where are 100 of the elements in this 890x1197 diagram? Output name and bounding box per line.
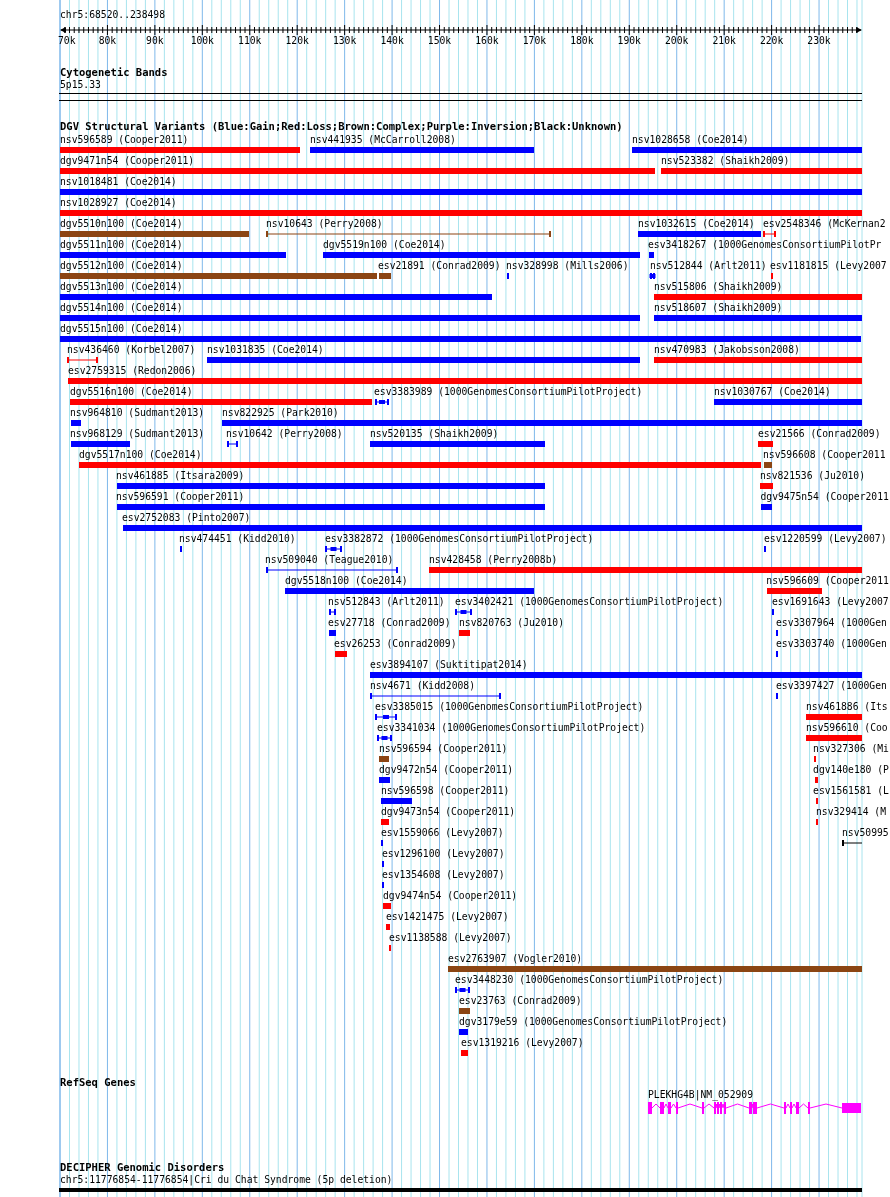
feature-label: dgv5516n100 (Coe2014) [70,386,193,397]
feature-label: esv3303740 (1000Gen [776,638,887,649]
axis-tick-label: 150k [427,35,452,46]
feature-label: nsv1028927 (Coe2014) [60,197,177,208]
feature-label: nsv470983 (Jakobsson2008) [654,344,800,355]
feature-label: esv3341034 (1000GenomesConsortiumPilotProject) [377,722,646,733]
feature-label: esv2763907 (Vogler2010) [448,953,583,964]
feature-label: esv27718 (Conrad2009) [328,617,451,628]
feature-label: nsv461886 (Its [806,701,888,712]
feature-label: esv3894107 (Suktitipat2014) [370,659,528,670]
feature-label: nsv1030767 (Coe2014) [714,386,831,397]
feature-label: nsv821536 (Ju2010) [760,470,865,481]
feature-label: dgv5513n100 (Coe2014) [60,281,183,292]
feature-label: nsv474451 (Kidd2010) [179,533,296,544]
axis-tick-label: 180k [570,35,594,46]
feature-label: nsv523382 (Shaikh2009) [661,155,790,166]
axis-tick-label: 170k [522,35,547,46]
feature-label: esv1319216 (Levy2007) [461,1037,584,1048]
feature-label: esv1559066 (Levy2007) [381,827,504,838]
feature-label: esv1138588 (Levy2007) [389,932,512,943]
position-label: chr5:68520..238498 [60,9,165,20]
axis-tick-label: 210k [712,35,736,46]
axis-tick-label: 160k [475,35,499,46]
feature-label: nsv520135 (Shaikh2009) [370,428,499,439]
feature-label: nsv512843 (Arlt2011) [328,596,445,607]
feature-label: esv21891 (Conrad2009) [378,260,501,271]
feature-label: dgv9471n54 (Cooper2011) [60,155,195,166]
feature-label: dgv140e180 (P [813,764,889,775]
axis-tick-label: 190k [617,35,641,46]
feature-label: esv3448230 (1000GenomesConsortiumPilotProject) [455,974,724,985]
gene-label: PLEKHG4B|NM_052909 [648,1089,753,1100]
axis-tick-label: 100k [190,35,214,46]
axis-tick-label: 130k [332,35,357,46]
feature-label: nsv518607 (Shaikh2009) [654,302,783,313]
feature-label: nsv596610 (Coo [806,722,888,733]
feature-label: nsv596598 (Cooper2011) [381,785,510,796]
feature-label: dgv5519n100 (Coe2014) [323,239,446,250]
feature-label: esv2752083 (Pinto2007) [122,512,251,523]
feature-label: nsv10642 (Perry2008) [226,428,343,439]
feature-label: esv3382872 (1000GenomesConsortiumPilotProject) [325,533,594,544]
feature-label: nsv596589 (Cooper2011) [60,134,189,145]
feature-label: nsv10643 (Perry2008) [266,218,383,229]
feature-label: nsv968129 (Sudmant2013) [70,428,205,439]
feature-label: dgv5511n100 (Coe2014) [60,239,183,250]
feature-label: esv1561581 (L [813,785,889,796]
feature-label: esv26253 (Conrad2009) [334,638,457,649]
feature-label: nsv512844 (Arlt2011) [650,260,767,271]
feature-label: nsv820763 (Ju2010) [459,617,564,628]
feature-label: dgv9474n54 (Cooper2011) [383,890,518,901]
feature-label: nsv1031835 (Coe2014) [207,344,324,355]
axis-tick-label: 200k [665,35,689,46]
feature-label: esv3402421 (1000GenomesConsortiumPilotProject) [455,596,724,607]
axis-tick-label: 110k [238,35,262,46]
band-label: 5p15.33 [60,79,101,90]
feature-label: nsv1028658 (Coe2014) [632,134,749,145]
feature-label: dgv5518n100 (Coe2014) [285,575,408,586]
feature-label: dgv5510n100 (Coe2014) [60,218,183,229]
axis-tick-label: 90k [146,35,164,46]
feature-label: nsv328998 (Mills2006) [506,260,629,271]
axis-tick-label: 230k [807,35,831,46]
feature-label: nsv1018481 (Coe2014) [60,176,177,187]
feature-label: nsv822925 (Park2010) [222,407,339,418]
feature-label: nsv964810 (Sudmant2013) [70,407,205,418]
feature-label: esv3383989 (1000GenomesConsortiumPilotProject) [374,386,643,397]
axis-tick-label: 120k [285,35,309,46]
feature-label: esv3418267 (1000GenomesConsortiumPilotPr [648,239,882,250]
feature-label: nsv50995 [842,827,889,838]
feature-label: dgv5517n100 (Coe2014) [79,449,202,460]
feature-label: dgv9472n54 (Cooper2011) [379,764,514,775]
feature-label: nsv509040 (Teague2010) [265,554,394,565]
feature-label: dgv9475n54 (Cooper2011 [760,491,889,502]
feature-label: nsv596608 (Cooper2011 [763,449,886,460]
feature-label: esv23763 (Conrad2009) [459,995,582,1006]
feature-label: nsv436460 (Korbel2007) [67,344,196,355]
track-title: DGV Structural Variants (Blue:Gain;Red:Loss;Brown:Complex;Purple:Inversion;Black:Unknown) [60,121,623,132]
track-title: Cytogenetic Bands [60,67,168,78]
feature-label: dgv5512n100 (Coe2014) [60,260,183,271]
feature-label: nsv4671 (Kidd2008) [370,680,475,691]
track-title: DECIPHER Genomic Disorders [60,1162,225,1173]
feature-label: nsv596591 (Cooper2011) [116,491,245,502]
feature-label: esv1181815 (Levy2007 [770,260,887,271]
feature-label: nsv1032615 (Coe2014) [638,218,755,229]
feature-label: nsv515806 (Shaikh2009) [654,281,783,292]
track-title: RefSeq Genes [60,1077,136,1088]
feature-label: nsv329414 (M [816,806,886,817]
axis-tick-label: 70k [58,35,76,46]
feature-label: dgv9473n54 (Cooper2011) [381,806,516,817]
feature-label: esv1421475 (Levy2007) [386,911,509,922]
feature-label: dgv5514n100 (Coe2014) [60,302,183,313]
disorder-label: chr5:11776854-11776854|Cri du Chat Syndrome (5p deletion) [60,1174,393,1185]
feature-label: esv3385015 (1000GenomesConsortiumPilotProject) [375,701,644,712]
feature-label: dgv5515n100 (Coe2014) [60,323,183,334]
axis-tick-label: 80k [98,35,117,46]
feature-label: esv3397427 (1000Gen [776,680,887,691]
axis-tick-label: 140k [380,35,404,46]
feature-label: nsv596594 (Cooper2011) [379,743,508,754]
feature-label: esv1220599 (Levy2007) [764,533,887,544]
feature-label: nsv428458 (Perry2008b) [429,554,558,565]
axis-tick-label: 220k [759,35,784,46]
feature-label: nsv461885 (Itsara2009) [116,470,245,481]
